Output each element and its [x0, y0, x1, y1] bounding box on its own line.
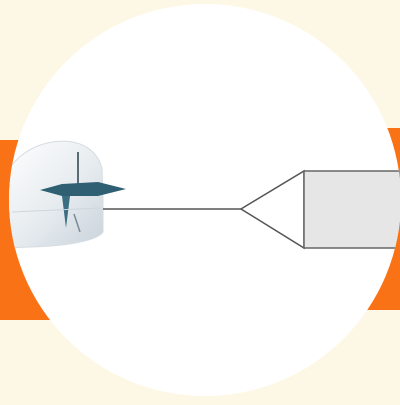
- gray-box: [304, 171, 400, 248]
